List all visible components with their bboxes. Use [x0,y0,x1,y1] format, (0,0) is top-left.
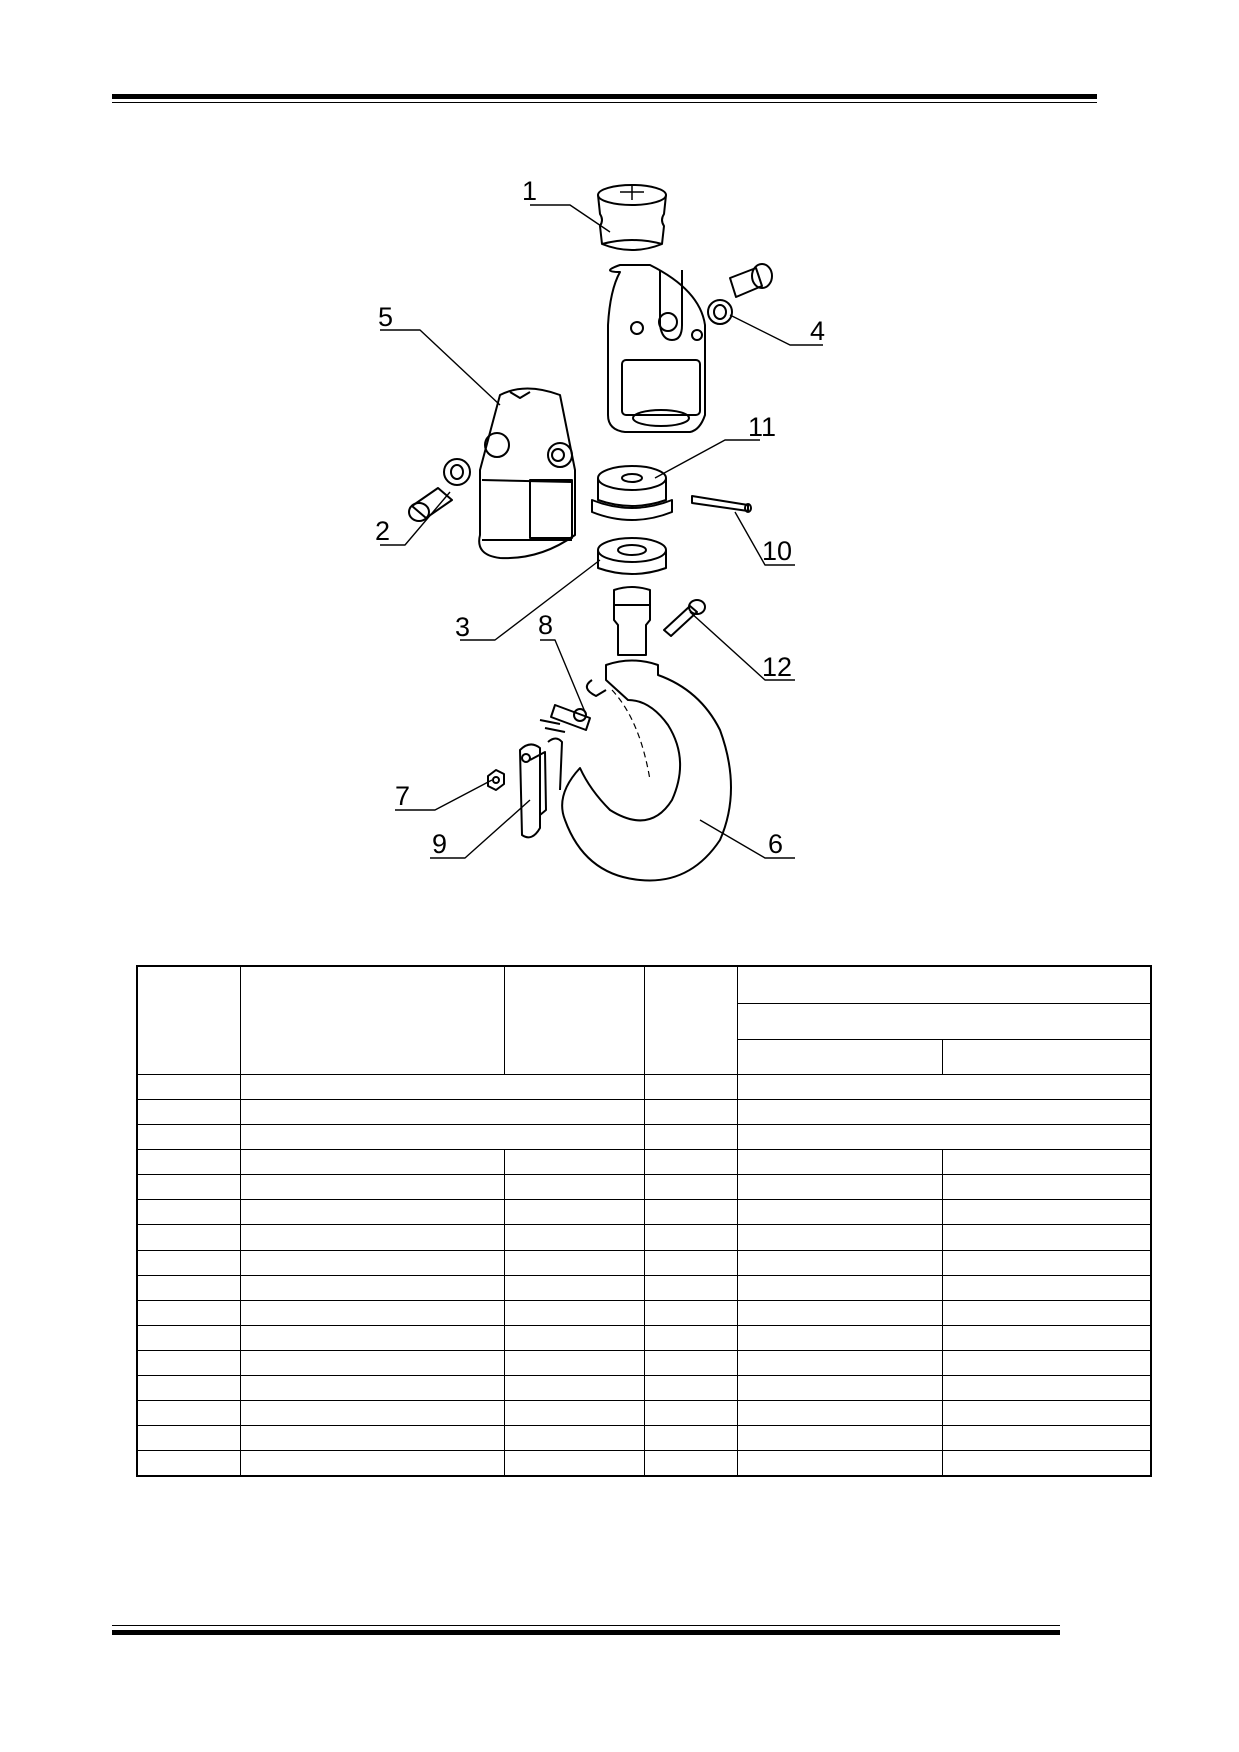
table-row [136,1450,1152,1477]
table-row [136,1299,1152,1326]
part-8-latch-spring [539,704,591,733]
table-row [136,1425,1152,1452]
part-1-sheave [597,184,667,251]
part-12-bolt [663,599,706,637]
part-7-nut [487,769,505,791]
header-cell-sub-b [941,1038,1152,1075]
part-4-side-plate [607,263,773,433]
table-row [136,1199,1152,1226]
callout-6: 6 [768,829,783,859]
leader-lines [380,204,823,859]
table-row [136,1073,1152,1101]
part-11-thrust-bearing [591,465,673,521]
exploded-hook-assembly-drawing: 1 2 3 4 5 6 7 8 9 10 11 12 [375,176,825,882]
callout-labels: 1 2 3 4 5 6 7 8 9 10 11 12 [375,176,825,859]
callout-3: 3 [455,612,470,642]
table-row [136,1224,1152,1251]
table-row [136,1375,1152,1402]
table-header-row [136,965,1152,1075]
table-row [136,1124,1152,1151]
header-cell-subgroup [736,1002,1152,1040]
part-10-pin [691,495,752,513]
callout-1: 1 [522,176,537,206]
callout-9: 9 [432,829,447,859]
header-cell-quantity [643,965,738,1075]
parts-list-table [136,965,1152,1477]
header-cell-number [136,965,241,1075]
table-row [136,1274,1152,1301]
header-cell-group [736,965,1152,1004]
header-rule [112,94,1097,103]
part-9-safety-latch [519,737,563,839]
table-row [136,1174,1152,1201]
table-header-row [137,1038,1152,1075]
table-row [136,1149,1152,1176]
callout-12: 12 [762,652,792,682]
table-row [136,1349,1152,1377]
table-header-row [137,1002,1152,1040]
footer-rule [112,1625,1060,1635]
callout-7: 7 [395,781,410,811]
part-5-crosshead-block [478,387,576,560]
callout-10: 10 [762,536,792,566]
callout-8: 8 [538,610,553,640]
callout-2: 2 [375,516,390,546]
table-row [136,1249,1152,1276]
table-row [136,1400,1152,1427]
header-cell-description [239,965,505,1075]
header-cell-sub-a [736,1038,943,1075]
part-3-ring [597,537,667,575]
callout-5: 5 [378,302,393,332]
header-cell-code [503,965,645,1075]
callout-11: 11 [748,412,776,442]
table-row [136,1324,1152,1351]
table-row [136,1098,1152,1126]
callout-4: 4 [810,316,825,346]
part-2-bolt-washer [408,458,471,522]
part-6-hook [561,586,732,882]
